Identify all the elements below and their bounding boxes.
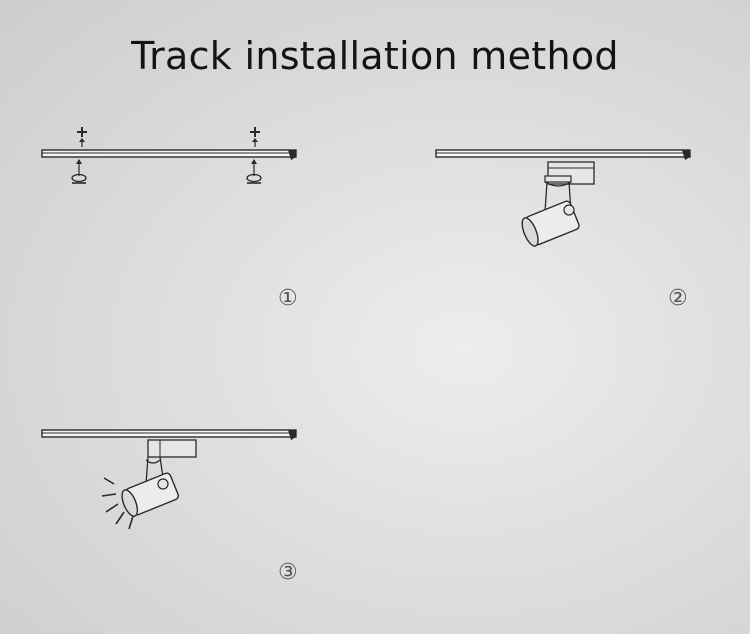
step-marker-1: ① (278, 286, 298, 311)
arrow-up-icon (251, 159, 257, 176)
track-rail (41, 429, 297, 440)
track-rail (41, 149, 297, 160)
track-spotlight (521, 161, 595, 247)
screw-icon (246, 173, 262, 184)
page-title: Track installation method (131, 34, 619, 78)
arrow-up-icon (252, 138, 258, 147)
plus-mark-icon (77, 127, 87, 137)
step-marker-3: ③ (278, 560, 298, 585)
track-rail (435, 149, 691, 160)
step-marker-2: ② (668, 286, 688, 311)
light-rays-icon (101, 477, 134, 530)
screw-icon (71, 173, 87, 184)
step-1-illustration (41, 127, 297, 184)
step-2-illustration (435, 149, 691, 247)
arrow-up-icon (76, 159, 82, 176)
track-spotlight (121, 439, 197, 517)
plus-mark-icon (250, 127, 260, 137)
step-3-illustration (41, 429, 297, 530)
arrow-up-icon (79, 138, 85, 147)
